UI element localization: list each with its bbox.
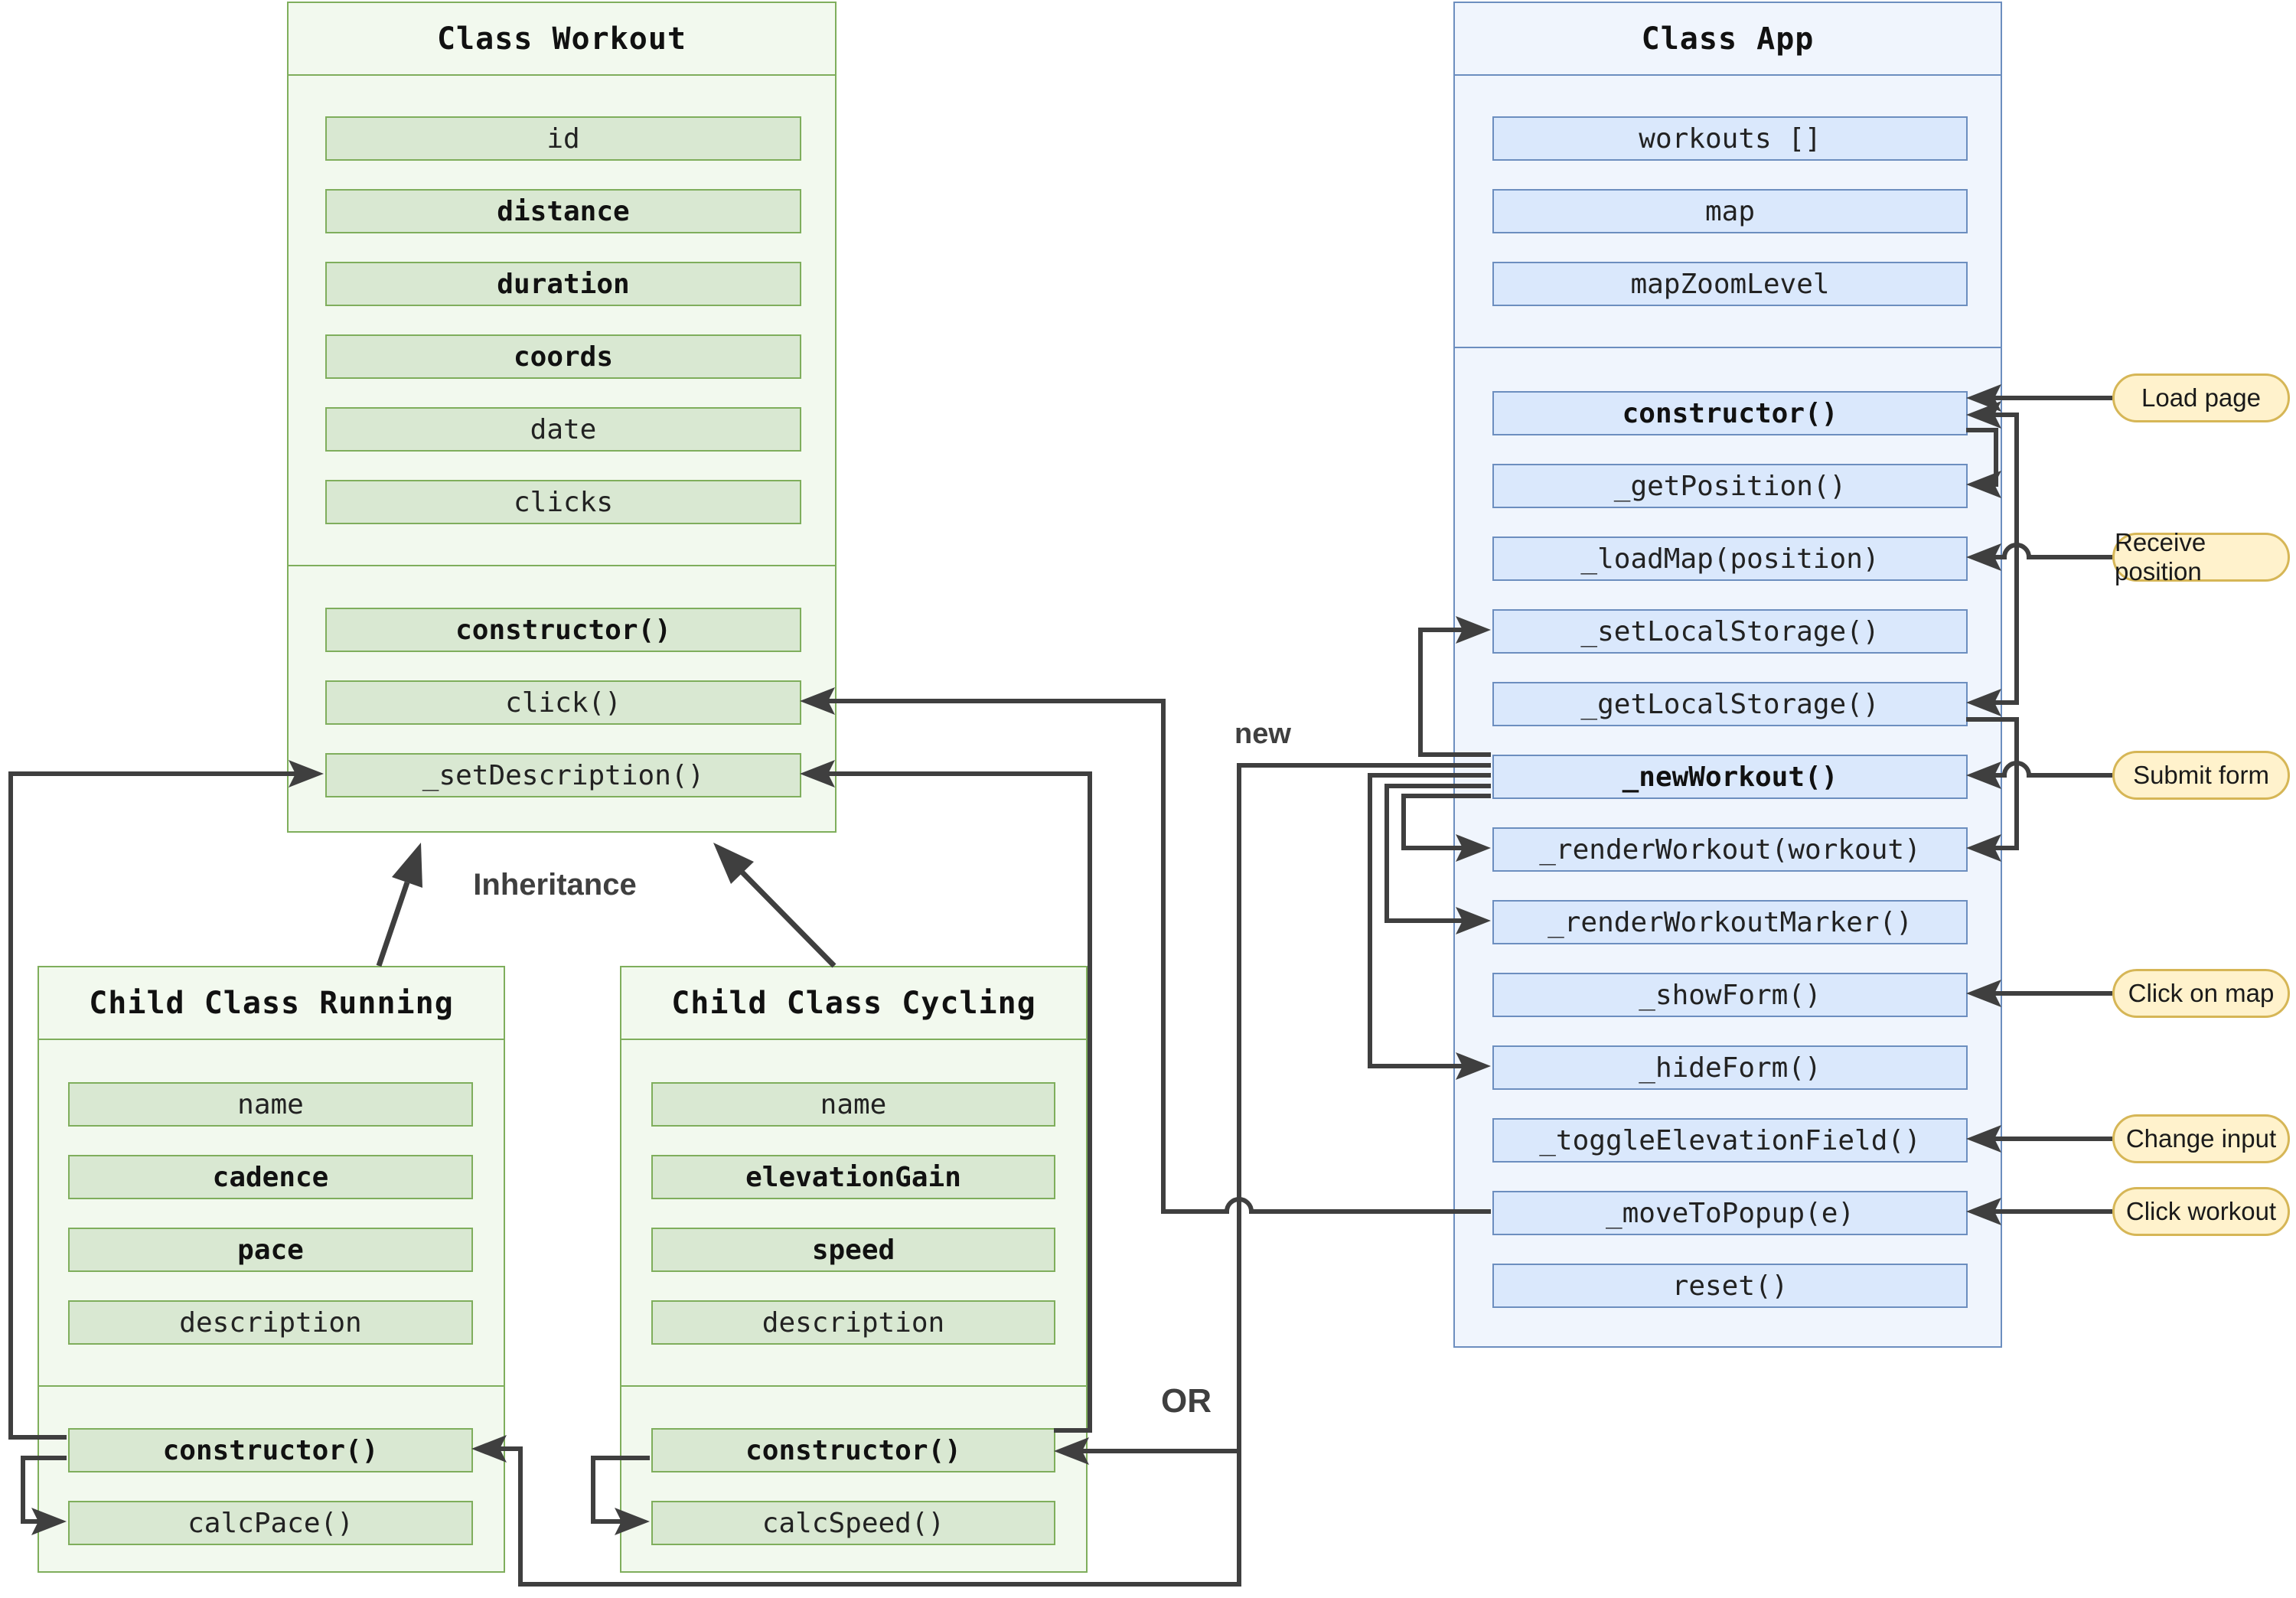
- class-title-running: Child Class Running: [39, 967, 504, 1040]
- callout-submit-form: Submit form: [2112, 751, 2290, 800]
- app-method-setlocalstorage: _setLocalStorage(): [1492, 609, 1968, 654]
- app-method-hideform: _hideForm(): [1492, 1045, 1968, 1090]
- edge-running-inherits-workout: [376, 843, 422, 967]
- class-box-app: Class App workouts [] map mapZoomLevel c…: [1453, 2, 2002, 1348]
- callout-click-on-map: Click on map: [2112, 969, 2290, 1018]
- app-method-movetopopup: _moveToPopup(e): [1492, 1191, 1968, 1235]
- class-box-running: Child Class Running name cadence pace de…: [38, 966, 505, 1573]
- workout-method-setdescription: _setDescription(): [325, 753, 801, 797]
- callout-load-page: Load page: [2112, 373, 2290, 422]
- workout-field-clicks: clicks: [325, 480, 801, 524]
- app-method-toggleelevationfield: _toggleElevationField(): [1492, 1118, 1968, 1163]
- running-method-constructor: constructor(): [68, 1428, 473, 1472]
- cycling-field-elevationgain: elevationGain: [651, 1155, 1055, 1199]
- workout-method-constructor: constructor(): [325, 608, 801, 652]
- cycling-method-constructor: constructor(): [651, 1428, 1055, 1472]
- workout-separator: [289, 565, 835, 566]
- workout-field-distance: distance: [325, 189, 801, 233]
- cycling-separator: [621, 1385, 1086, 1387]
- app-method-loadmap: _loadMap(position): [1492, 536, 1968, 581]
- running-separator: [39, 1385, 504, 1387]
- app-method-getposition: _getPosition(): [1492, 464, 1968, 508]
- class-box-workout: Class Workout id distance duration coord…: [287, 2, 837, 833]
- edge-cycling-inherits-workout: [713, 843, 837, 968]
- label-new: new: [1234, 718, 1291, 750]
- cycling-method-calcspeed: calcSpeed(): [651, 1501, 1055, 1545]
- workout-field-date: date: [325, 407, 801, 452]
- cycling-field-description: description: [651, 1300, 1055, 1345]
- app-method-renderworkoutmarker: _renderWorkoutMarker(): [1492, 900, 1968, 944]
- running-field-cadence: cadence: [68, 1155, 473, 1199]
- app-method-showform: _showForm(): [1492, 973, 1968, 1017]
- app-method-renderworkout: _renderWorkout(workout): [1492, 827, 1968, 872]
- running-field-description: description: [68, 1300, 473, 1345]
- workout-field-coords: coords: [325, 334, 801, 379]
- class-title-cycling: Child Class Cycling: [621, 967, 1086, 1040]
- workout-field-id: id: [325, 116, 801, 161]
- running-field-name: name: [68, 1082, 473, 1127]
- label-inheritance: Inheritance: [473, 868, 637, 902]
- app-method-newworkout: _newWorkout(): [1492, 755, 1968, 799]
- callout-change-input: Change input: [2112, 1114, 2290, 1163]
- app-field-map: map: [1492, 189, 1968, 233]
- app-separator: [1455, 347, 2001, 348]
- app-method-getlocalstorage: _getLocalStorage(): [1492, 682, 1968, 726]
- running-field-pace: pace: [68, 1228, 473, 1272]
- workout-method-click: click(): [325, 680, 801, 725]
- class-title-workout: Class Workout: [289, 3, 835, 76]
- app-method-reset: reset(): [1492, 1264, 1968, 1308]
- app-field-workouts: workouts []: [1492, 116, 1968, 161]
- app-field-mapzoomlevel: mapZoomLevel: [1492, 262, 1968, 306]
- callout-receive-position: Receive position: [2112, 528, 2290, 585]
- label-or: OR: [1161, 1382, 1212, 1420]
- app-method-constructor: constructor(): [1492, 391, 1968, 435]
- cycling-field-speed: speed: [651, 1228, 1055, 1272]
- class-title-app: Class App: [1455, 3, 2001, 76]
- callout-click-workout: Click workout: [2112, 1187, 2290, 1236]
- cycling-field-name: name: [651, 1082, 1055, 1127]
- class-box-cycling: Child Class Cycling name elevationGain s…: [620, 966, 1088, 1573]
- workout-field-duration: duration: [325, 262, 801, 306]
- running-method-calcpace: calcPace(): [68, 1501, 473, 1545]
